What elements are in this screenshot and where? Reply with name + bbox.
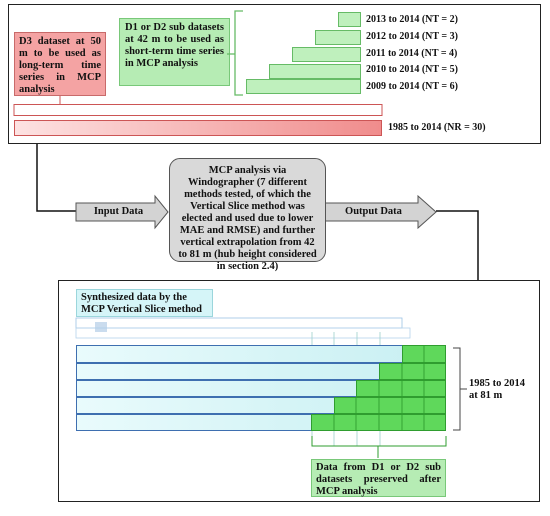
period-label: 2013 to 2014 (NT = 2) — [366, 14, 458, 25]
preserved-cell — [379, 363, 446, 380]
long-term-label: 1985 to 2014 (NR = 30) — [388, 122, 486, 133]
preserved-cell — [311, 414, 446, 431]
short-term-bar — [269, 64, 361, 79]
input-arrow — [75, 194, 169, 230]
synthesized-data-text: Synthesized data by the MCP Vertical Sli… — [81, 292, 203, 315]
period-label: 2009 to 2014 (NT = 6) — [366, 81, 458, 92]
short-term-bracket — [227, 10, 243, 96]
preserved-data-text: Data from D1 or D2 sub datasets preserve… — [316, 462, 441, 497]
synthesized-period-label: 1985 to 2014 at 81 m — [469, 378, 525, 401]
short-term-bar — [315, 30, 361, 45]
period-label: 2010 to 2014 (NT = 5) — [366, 64, 458, 75]
long-term-bar — [14, 120, 382, 136]
short-term-dataset-box: D1 or D2 sub datasets at 42 m to be used… — [119, 18, 230, 86]
preserved-cell — [334, 397, 446, 414]
preserved-cell — [356, 380, 446, 397]
long-term-bracket — [13, 96, 383, 116]
short-term-bar — [292, 47, 361, 62]
short-term-bar — [338, 12, 361, 27]
synthesized-data-box: Synthesized data by the MCP Vertical Sli… — [76, 289, 213, 317]
period-label: 2012 to 2014 (NT = 3) — [366, 31, 458, 42]
output-arrow — [323, 194, 437, 230]
mcp-analysis-text: MCP analysis via Windographer (7 differe… — [178, 165, 317, 272]
d3-dataset-text: D3 dataset at 50 m to be used as long-te… — [19, 36, 101, 95]
input-data-label: Input Data — [93, 206, 144, 217]
d3-dataset-box: D3 dataset at 50 m to be used as long-te… — [14, 32, 106, 96]
short-term-bar — [246, 79, 361, 94]
short-term-dataset-text: D1 or D2 sub datasets at 42 m to be used… — [125, 22, 224, 69]
period-label: 2011 to 2014 (NT = 4) — [366, 48, 458, 59]
mcp-analysis-box: MCP analysis via Windographer (7 differe… — [169, 158, 326, 272]
preserved-data-box: Data from D1 or D2 sub datasets preserve… — [311, 459, 446, 497]
output-data-label: Output Data — [345, 206, 402, 217]
